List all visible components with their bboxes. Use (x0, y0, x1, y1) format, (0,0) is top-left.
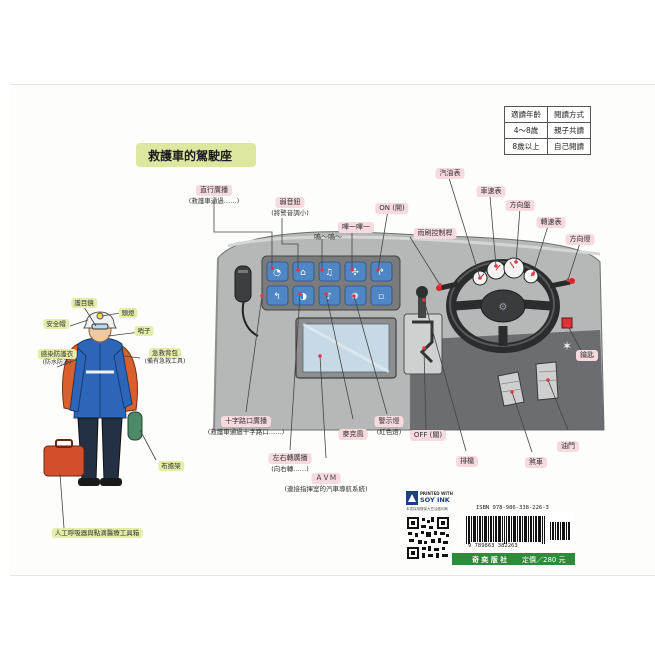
svg-text:♫: ♫ (325, 268, 333, 278)
age-table-row: 4～8歲 親子共讀 (504, 122, 591, 139)
label-protective-suit: 感染防護衣 (37, 349, 77, 359)
label-siren-beep: 嗶一嗶一 (338, 222, 374, 233)
barcode (460, 512, 575, 546)
label-straight-broadcast-note: (救護車通過……) (188, 197, 240, 205)
soy-ink-line3: 本書採用環保大豆油墨印刷 (406, 507, 448, 511)
ignition-key: ✶ (561, 317, 573, 353)
label-warning-light-note: (紅色燈) (376, 428, 402, 436)
publisher-name: 奇 奕 版 社 (472, 556, 508, 564)
svg-text:↱: ↱ (377, 268, 385, 278)
qr-code (406, 516, 450, 560)
age-table: 適讀年齡 閱讀方式 4～8歲 親子共讀 8歲以上 自己閱讀 (504, 106, 591, 155)
title-highlight (136, 143, 256, 167)
age-table-cell: 8歲以上 (504, 138, 548, 155)
label-steering-wheel: 方向盤 (505, 200, 535, 211)
label-first-aid-backpack: 急救背包 (149, 348, 181, 358)
label-fuel-gauge: 汽油表 (435, 168, 465, 179)
label-speedometer: 車速表 (476, 186, 506, 197)
label-avm: ＡＶＭ (311, 473, 341, 484)
label-ignition-key: 鑰匙 (576, 350, 598, 361)
soy-ink-line2: SOY INK (420, 496, 450, 504)
label-headlamp: 頭燈 (118, 308, 138, 318)
svg-text:⌂: ⌂ (300, 268, 306, 278)
label-mute-button-note: (將警音調小) (271, 209, 309, 217)
label-siren-wail: 嗚～嗚～ (314, 233, 342, 241)
label-turn-signal: 方向燈 (565, 234, 595, 245)
age-table-row: 8歲以上 自己閱讀 (504, 138, 591, 155)
page-title: 救護車的駕駛座 (148, 149, 233, 163)
label-wiper-lever: 雨刷控制桿 (413, 228, 457, 239)
age-table-cell: 自己閱讀 (547, 138, 591, 155)
label-medical-toolbox: 人工呼吸器與點滴醫療工具箱 (51, 528, 143, 538)
label-on: ON (開) (375, 203, 409, 214)
label-protective-suit-note: (防水防汙) (42, 359, 72, 366)
microphone (234, 265, 259, 337)
avm-screen (295, 317, 397, 379)
svg-text:↰: ↰ (273, 292, 281, 302)
svg-text:▫: ▫ (378, 292, 384, 302)
svg-text:✣: ✣ (351, 268, 359, 278)
svg-text:✶: ✶ (562, 339, 572, 353)
label-tachometer: 轉速表 (536, 217, 566, 228)
svg-text:◑: ◑ (299, 292, 307, 302)
label-helmet: 安全帽 (43, 319, 69, 329)
label-accelerator: 油門 (557, 441, 579, 452)
soy-ink-line1: PRINTED WITH (420, 491, 453, 496)
label-avm-note: (連接指揮室的汽車導航系統) (284, 485, 368, 493)
svg-text:♪: ♪ (326, 292, 332, 302)
label-first-aid-backpack-note: (備有急救工具) (144, 358, 186, 365)
pedals (497, 361, 559, 407)
label-mute-button: 弱音鈕 (275, 197, 305, 208)
label-crossroad-broadcast: 十字路口廣播 (221, 416, 271, 427)
price-label: 定價／280 元 (522, 556, 566, 564)
publisher-bar (452, 553, 575, 565)
label-goggles: 護目鏡 (71, 298, 97, 308)
label-crossroad-broadcast-note: (救護車通過十字路口……) (207, 428, 285, 436)
stalks (436, 278, 575, 291)
gear-lever (403, 286, 443, 375)
paramedic-illustration (43, 311, 143, 486)
paramedic-leader-lines (56, 306, 157, 529)
label-microphone: 麥克風 (338, 429, 368, 440)
label-gear-shift: 排檔 (456, 456, 478, 467)
label-turn-broadcast-note: (向右轉……) (271, 465, 309, 473)
leader-dots (260, 260, 570, 394)
svg-text:◔: ◔ (273, 268, 281, 278)
soy-ink-logo (406, 491, 418, 505)
label-stretcher: 布擔架 (158, 461, 184, 471)
label-turn-broadcast: 左右轉廣播 (268, 453, 312, 464)
svg-text:⚙: ⚙ (499, 302, 508, 313)
label-brake: 煞車 (525, 457, 547, 468)
label-straight-broadcast: 直行廣播 (196, 185, 232, 196)
isbn-label: ISBN 978-986-338-226-3 (476, 505, 549, 511)
leader-lines (213, 177, 584, 459)
barcode-number: 9 789863 382263 (468, 543, 518, 549)
label-whistle: 哨子 (134, 326, 154, 336)
label-warning-light: 警示燈 (374, 416, 404, 427)
label-off: OFF (關) (409, 430, 447, 441)
